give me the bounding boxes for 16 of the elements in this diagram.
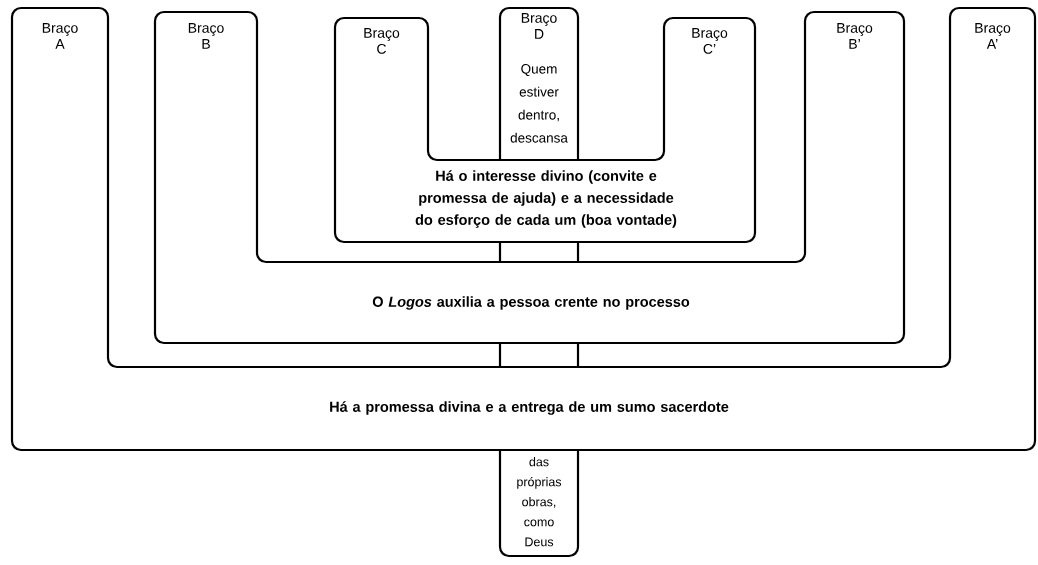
u-shaped-band — [153, 10, 906, 345]
arm-label: Braço A’ — [975, 23, 1011, 49]
arm-label: Braço B — [188, 23, 224, 49]
stem-top — [498, 6, 580, 160]
stem-text: Quem estiver dentro, descansa — [510, 64, 568, 143]
band-text: Há a promessa divina e a entrega de um sumo sacerdote — [330, 401, 729, 415]
arm-label: Braço C’ — [692, 28, 728, 54]
u-shaped-band — [10, 6, 1037, 452]
band-text: Há o interesse divino (convite e promessa de ajuda) e a necessidade do esforço de cada um (boa vontade) — [415, 170, 677, 228]
band-text: O Logos auxilia a pessoa crente no processo — [372, 296, 690, 310]
stem-base — [498, 450, 580, 558]
arm-label: Braço A — [42, 23, 78, 49]
arm-label: Braço D — [521, 13, 557, 39]
arm-label: Braço C — [364, 28, 400, 54]
stem-text: das próprias obras, como Deus — [517, 457, 562, 547]
arm-label: Braço B’ — [837, 23, 873, 49]
